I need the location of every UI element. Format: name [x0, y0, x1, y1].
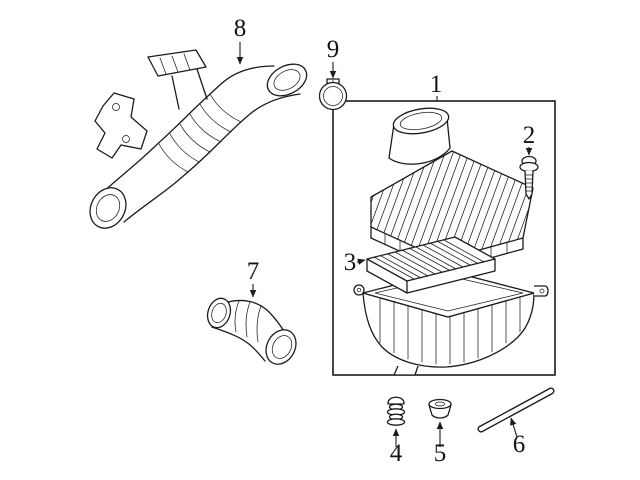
- hose-clamp: [318, 78, 348, 111]
- air-cleaner-lid: [370, 150, 534, 272]
- duct-mounting-bracket: [94, 92, 148, 159]
- duct-flange-plate: [147, 49, 207, 77]
- callouts: 1 2 3 4 5 6 7 8: [234, 15, 536, 467]
- callout-8: 8: [234, 15, 247, 65]
- duct-inlet-opening: [89, 187, 127, 229]
- air-filter-element: [366, 236, 496, 294]
- housing-left-tab: [353, 284, 365, 296]
- air-cleaner-assembly: [353, 107, 549, 376]
- housing-foot: [393, 365, 419, 376]
- callout-8-label: 8: [234, 15, 247, 42]
- push-nut-grommet: [428, 398, 452, 419]
- housing-ribs: [379, 296, 521, 365]
- callout-2: 2: [523, 122, 536, 156]
- callout-4-label: 4: [390, 440, 403, 467]
- air-cleaner-housing: [353, 270, 549, 376]
- filter-pleats: [373, 239, 485, 280]
- callout-3-leader: [356, 258, 366, 265]
- rubber-grommet: [386, 396, 406, 426]
- callout-3-label: 3: [344, 249, 357, 276]
- callout-7: 7: [247, 258, 260, 298]
- callout-5-label: 5: [434, 440, 447, 467]
- assembly-boundary-box: [332, 100, 556, 376]
- callout-6-leader: [510, 417, 518, 438]
- callout-9-label: 9: [327, 36, 340, 63]
- resonator-corrugations: [234, 300, 262, 343]
- air-inlet-tube: [388, 107, 451, 165]
- callout-5: 5: [434, 421, 447, 467]
- bracket-bolt-hole: [112, 103, 120, 111]
- duct-outlet-opening: [266, 63, 308, 97]
- duct-corrugations: [158, 93, 242, 173]
- mounting-screw: [519, 155, 539, 200]
- callout-6-label: 6: [513, 431, 526, 458]
- callout-7-label: 7: [247, 258, 260, 285]
- support-rod: [477, 387, 555, 433]
- bracket-bolt-hole: [122, 135, 130, 143]
- resonator-duct: [206, 297, 297, 365]
- callout-3: 3: [344, 249, 366, 276]
- screw-threads: [525, 174, 533, 192]
- air-intake-duct: [89, 49, 308, 229]
- callout-2-label: 2: [523, 122, 536, 149]
- callout-4: 4: [390, 428, 403, 467]
- callout-1: 1: [430, 71, 443, 101]
- callout-9: 9: [327, 36, 340, 79]
- callout-6: 6: [510, 417, 526, 458]
- housing-right-tab: [534, 285, 549, 297]
- callout-1-label: 1: [430, 71, 443, 98]
